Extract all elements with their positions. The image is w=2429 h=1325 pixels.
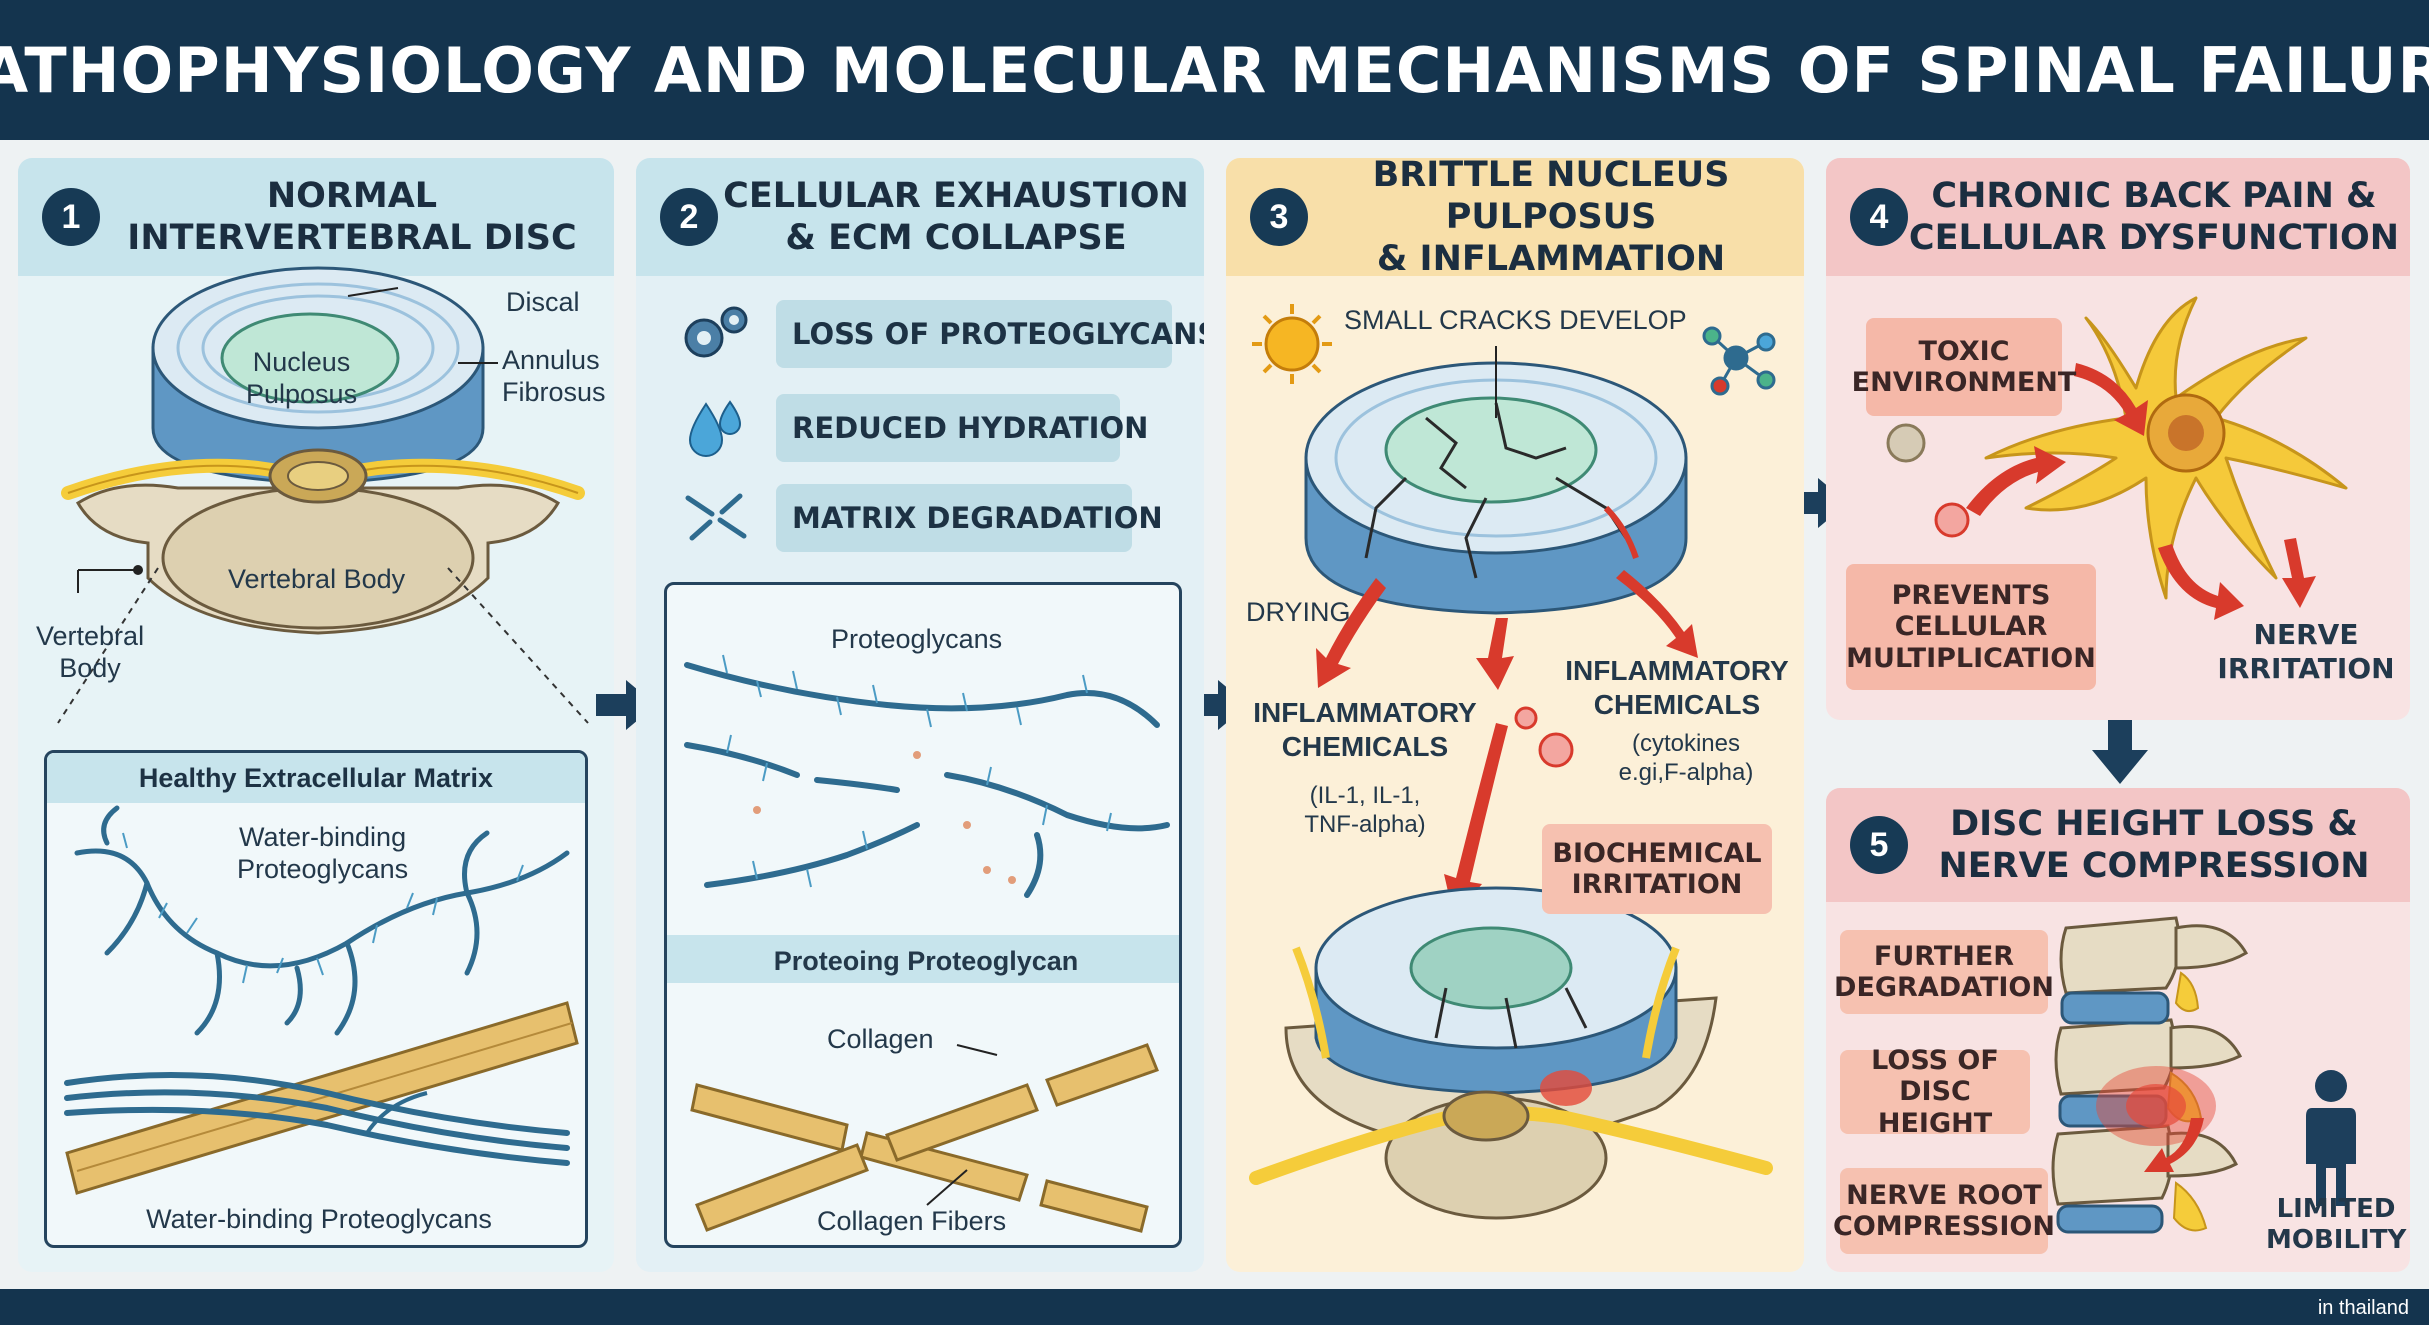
label-drying: DRYING xyxy=(1246,597,1351,627)
label-annulus-fibrosus: Annulus Fibrosus xyxy=(502,345,606,408)
label-vertebral-body-inner: Vertebral Body xyxy=(228,564,406,594)
healthy-ecm-inset: Healthy Extracellular Matrix xyxy=(44,750,588,1248)
water-drops-icon xyxy=(688,400,742,457)
step-badge: 3 xyxy=(1250,188,1308,246)
normal-disc-illustration xyxy=(57,266,589,724)
footer-bar: in thailand xyxy=(0,1289,2429,1325)
cracked-disc-illustration xyxy=(1249,304,1776,1220)
title-bar: PATHOPHYSIOLOGY AND MOLECULAR MECHANISMS… xyxy=(0,0,2429,140)
panel-header: 3 BRITTLE NUCLEUS PULPOSUS & INFLAMMATIO… xyxy=(1226,158,1804,279)
panel-disc-height-loss: 5 DISC HEIGHT LOSS & NERVE COMPRESSION xyxy=(1826,788,2410,1272)
label-nucleus-pulposus: Nucleus Pulposus xyxy=(246,347,358,410)
step-badge: 1 xyxy=(42,188,100,246)
label-water-binding-bottom: Water-binding Proteoglycans xyxy=(146,1204,492,1234)
step-badge: 2 xyxy=(660,188,718,246)
label-inflammatory-left: INFLAMMATORY CHEMICALS xyxy=(1253,697,1477,762)
panel-header: 1 NORMAL INTERVERTEBRAL DISC xyxy=(18,158,614,276)
ecm-matrix-drawing xyxy=(64,805,579,1195)
label-inflammatory-right-detail: (cytokines e.gi,F-alpha) xyxy=(1618,730,1754,786)
panel-chronic-back-pain: 4 CHRONIC BACK PAIN & CELLULAR DYSFUNCTI… xyxy=(1826,158,2410,720)
inset-title: Healthy Extracellular Matrix xyxy=(47,753,585,803)
panel-title: CHRONIC BACK PAIN & CELLULAR DYSFUNCTION xyxy=(1908,176,2400,258)
degraded-ecm-inset: Proteoglycans Proteoing Proteoglycan Col… xyxy=(664,582,1182,1248)
person-icon xyxy=(2306,1070,2356,1206)
label-nerve-root-compression: NERVE ROOT COMPRESSION xyxy=(1833,1168,2055,1254)
sun-icon xyxy=(1252,304,1332,384)
label-inflammatory-right: INFLAMMATORY CHEMICALS xyxy=(1565,655,1789,720)
label-prevents-multiplication: PREVENTS CELLULAR MULTIPLICATION xyxy=(1846,564,2096,690)
neuron-illustration xyxy=(1886,296,2348,620)
label-collagen: Collagen xyxy=(827,1024,934,1054)
arrow-down-icon xyxy=(2092,718,2148,784)
label-collagen-fibers: Collagen Fibers xyxy=(817,1206,1007,1236)
label-limited-mobility: LIMITED MOBILITY xyxy=(2266,1194,2407,1256)
label-biochemical-irritation: BIOCHEMICAL IRRITATION xyxy=(1542,824,1772,914)
panel-title: DISC HEIGHT LOSS & NERVE COMPRESSION xyxy=(1938,804,2370,886)
step-badge: 4 xyxy=(1850,188,1908,246)
chip-reduced-hydration: REDUCED HYDRATION xyxy=(776,394,1148,462)
label-toxic-environment: TOXIC ENVIRONMENT xyxy=(1852,318,2076,416)
footer-text: in thailand xyxy=(2317,1297,2409,1319)
panel-header: 5 DISC HEIGHT LOSS & NERVE COMPRESSION xyxy=(1826,788,2410,902)
label-vertebral-body-outer: Vertebral Body xyxy=(36,621,145,684)
label-divider-proteoglycan: Proteoing Proteoglycan xyxy=(773,946,1079,976)
label-water-binding-top: Water-binding Proteoglycans xyxy=(237,822,409,885)
label-nerve-irritation: NERVE IRRITATION xyxy=(2217,618,2395,685)
label-inflammatory-left-detail: (IL-1, IL-1, TNF-alpha) xyxy=(1304,782,1426,838)
label-proteoglycans: Proteoglycans xyxy=(831,624,1003,654)
panel-title: CELLULAR EXHAUSTION & ECM COLLAPSE xyxy=(723,176,1189,258)
step-badge: 5 xyxy=(1850,816,1908,874)
gears-icon xyxy=(684,306,748,358)
panel-brittle-nucleus: 3 BRITTLE NUCLEUS PULPOSUS & INFLAMMATIO… xyxy=(1226,158,1804,1272)
label-small-cracks: SMALL CRACKS DEVELOP xyxy=(1344,305,1687,335)
panel-normal-disc: 1 NORMAL INTERVERTEBRAL DISC Discal Nucl… xyxy=(18,158,614,1272)
label-further-degradation: FURTHER DEGRADATION xyxy=(1834,930,2054,1014)
degraded-matrix-drawing xyxy=(667,654,1179,1233)
panel-header: 2 CELLULAR EXHAUSTION & ECM COLLAPSE xyxy=(636,158,1204,276)
label-loss-of-disc-height: LOSS OF DISC HEIGHT xyxy=(1840,1045,2030,1139)
label-discal: Discal xyxy=(506,287,580,317)
chip-matrix-degradation: MATRIX DEGRADATION xyxy=(776,484,1163,552)
page-title: PATHOPHYSIOLOGY AND MOLECULAR MECHANISMS… xyxy=(0,33,2429,107)
panel-title: NORMAL INTERVERTEBRAL DISC xyxy=(127,176,577,258)
broken-fiber-icon xyxy=(685,493,747,541)
panel-title: BRITTLE NUCLEUS PULPOSUS & INFLAMMATION xyxy=(1372,158,1730,279)
chip-loss-of-proteoglycans: LOSS OF PROTEOGLYCANS xyxy=(776,300,1204,368)
panel-header: 4 CHRONIC BACK PAIN & CELLULAR DYSFUNCTI… xyxy=(1826,158,2410,276)
spine-compression-illustration xyxy=(2051,916,2356,1234)
panel-cellular-exhaustion: 2 CELLULAR EXHAUSTION & ECM COLLAPSE LOS… xyxy=(636,158,1204,1272)
molecule-icon xyxy=(1702,326,1776,396)
